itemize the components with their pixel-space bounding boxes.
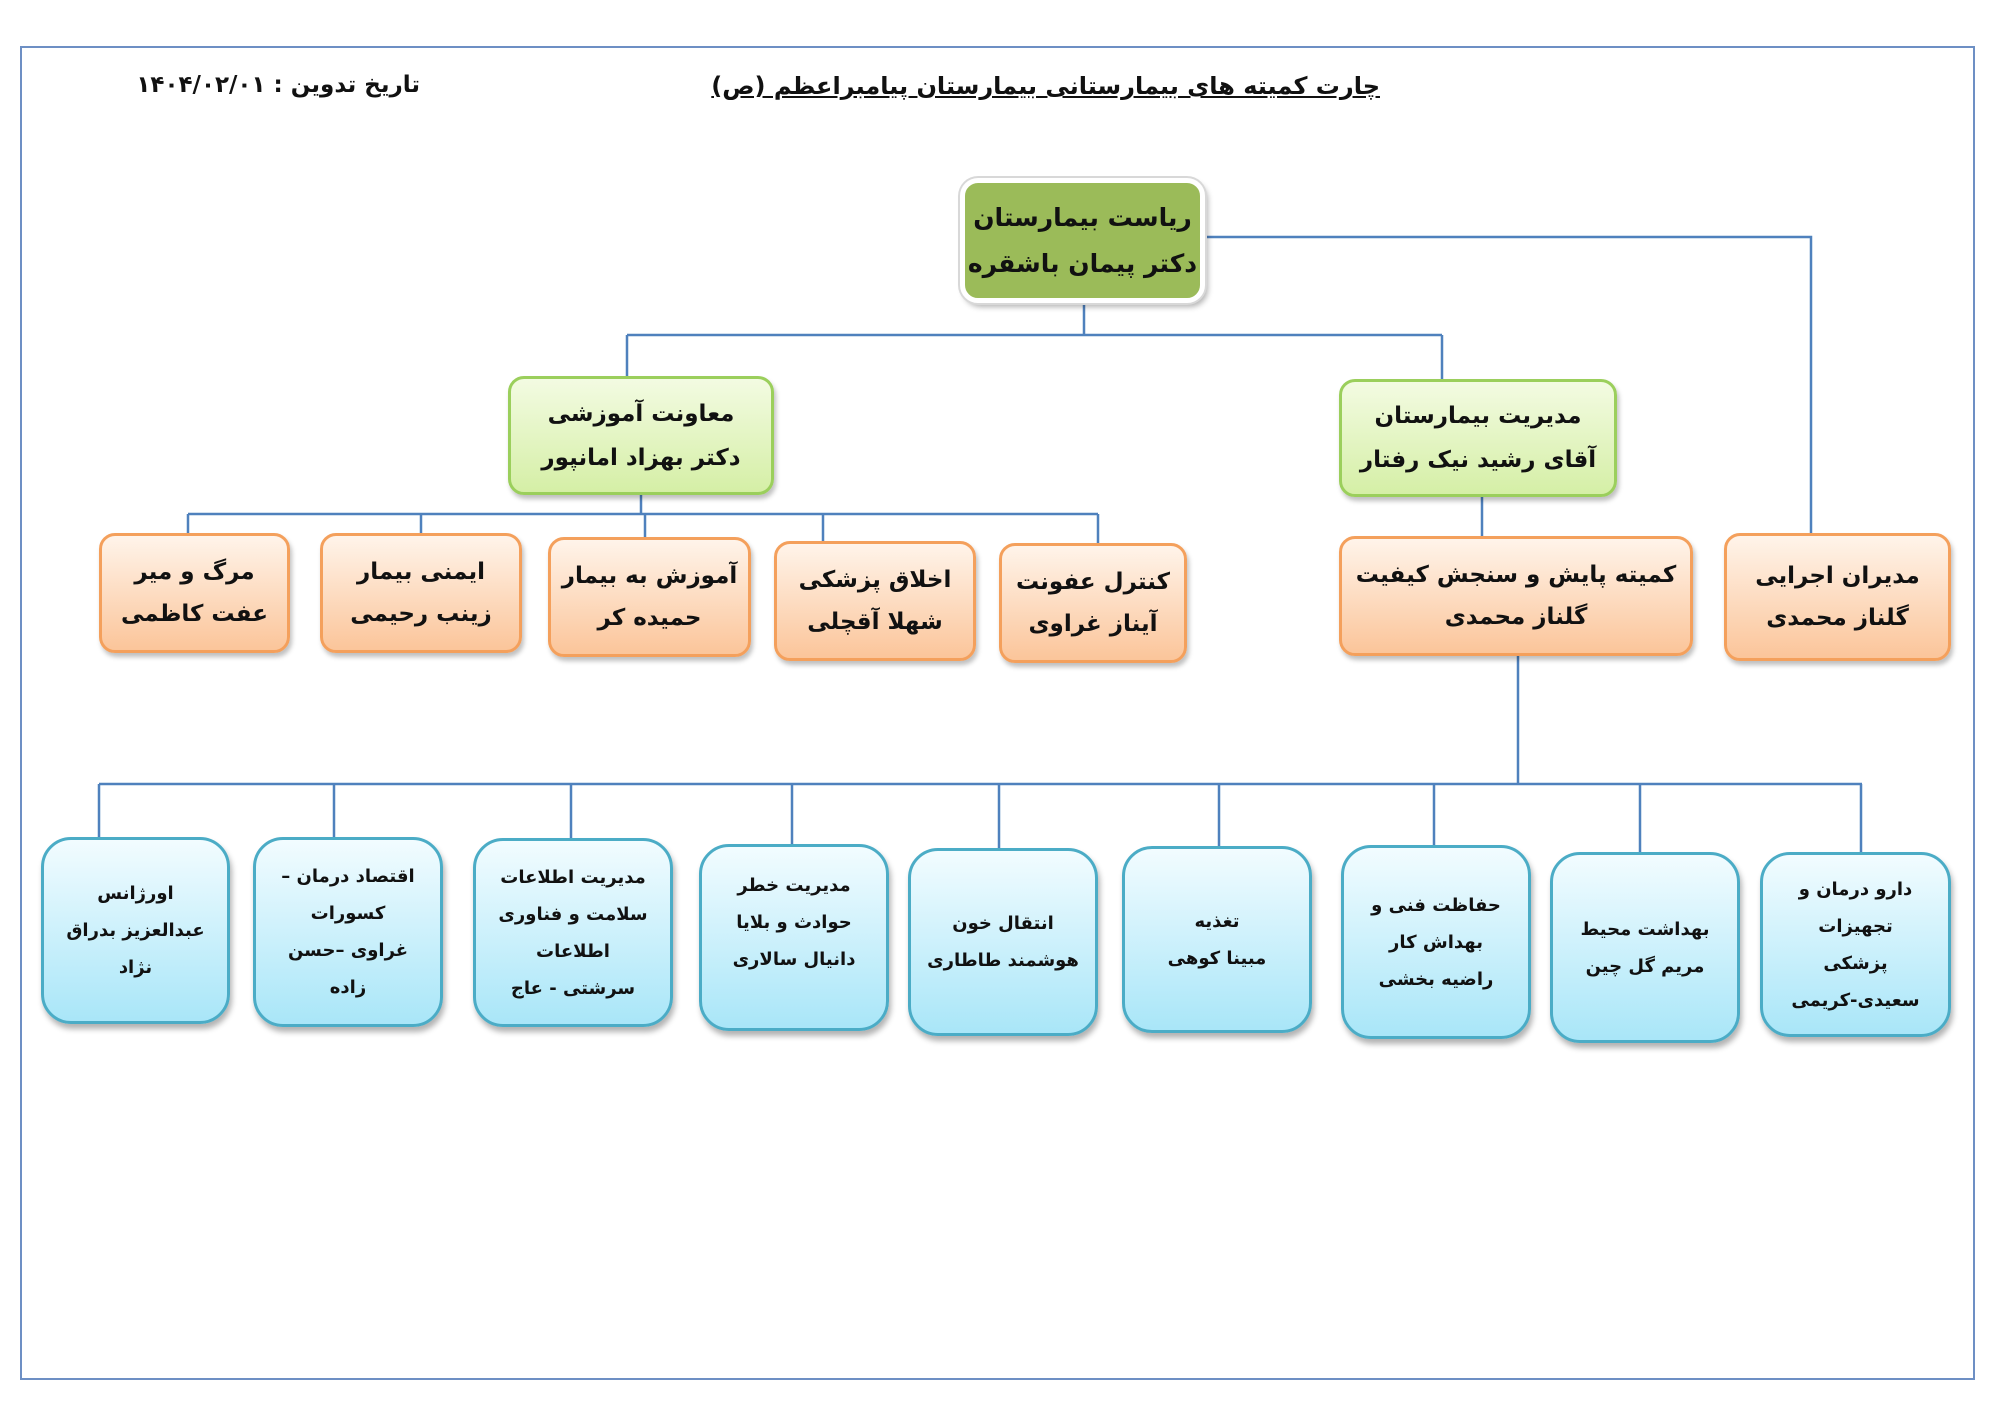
box-person: دکتر پیمان باشقره bbox=[967, 248, 1198, 278]
box-title: مرگ و میر bbox=[134, 559, 255, 585]
box-line: اطلاعات bbox=[536, 940, 610, 962]
box-line: سعیدی-کریمی bbox=[1791, 989, 1920, 1011]
page-frame bbox=[20, 46, 1975, 1380]
subcommittee-health-information: مدیریت اطلاعات سلامت و فناوری اطلاعات سر… bbox=[473, 838, 673, 1027]
executive-managers-box: مدیران اجرایی گلناز محمدی bbox=[1724, 533, 1951, 661]
box-person: آقای رشید نیک رفتار bbox=[1359, 447, 1597, 473]
box-title: آموزش به بیمار bbox=[561, 563, 738, 589]
hospital-president-box: ریاست بیمارستان دکتر پیمان باشقره bbox=[960, 178, 1205, 303]
chart-title: چارت کمیته های بیمارستانی بیمارستان پیام… bbox=[711, 72, 1380, 100]
committee-medical-ethics: اخلاق پزشکی شهلا آقچلی bbox=[774, 541, 976, 661]
box-line: دارو درمان و bbox=[1798, 878, 1913, 900]
box-line: هوشمند طاطاری bbox=[927, 950, 1079, 971]
box-line: انتقال خون bbox=[952, 913, 1054, 934]
box-line: غراوی –حسن bbox=[287, 940, 409, 961]
box-line: مبینا کوهی bbox=[1167, 947, 1267, 969]
quality-committee-box: کمیته پایش و سنجش کیفیت گلناز محمدی bbox=[1339, 536, 1693, 656]
connector-top-to-level2 bbox=[625, 300, 1444, 379]
committee-infection-control: کنترل عفونت آیناز غراوی bbox=[999, 543, 1187, 663]
box-person: زینب رحیمی bbox=[350, 601, 492, 627]
subcommittee-pharmacy-equipment: دارو درمان و تجهیزات پزشکی سعیدی-کریمی bbox=[1760, 852, 1951, 1037]
box-title: ایمنی بیمار bbox=[357, 559, 485, 585]
box-person: گلناز محمدی bbox=[1766, 605, 1909, 631]
box-line: حفاظت فنی و bbox=[1371, 894, 1501, 916]
box-line: سلامت و فناوری bbox=[498, 903, 648, 925]
box-line: اورژانس bbox=[97, 883, 174, 904]
hospital-management-box: مدیریت بیمارستان آقای رشید نیک رفتار bbox=[1339, 379, 1617, 497]
box-title: کنترل عفونت bbox=[1015, 569, 1171, 595]
subcommittee-risk-management: مدیریت خطر حوادث و بلایا دانیال سالاری bbox=[699, 844, 889, 1031]
box-person: آیناز غراوی bbox=[1028, 611, 1158, 637]
box-person: گلناز محمدی bbox=[1444, 604, 1588, 630]
connector-top-to-executive bbox=[1202, 235, 1813, 533]
box-title: اخلاق پزشکی bbox=[798, 567, 952, 593]
connector-education-bus bbox=[186, 495, 1100, 543]
box-person: عفت کاظمی bbox=[121, 601, 268, 627]
box-person: حمیده کر bbox=[597, 605, 702, 631]
connector-quality-bus bbox=[97, 656, 1863, 852]
subcommittee-occupational-safety: حفاظت فنی و بهداش کار راضیه بخشی bbox=[1341, 845, 1531, 1039]
box-line: دانیال سالاری bbox=[732, 949, 856, 970]
box-line: تجهیزات bbox=[1818, 915, 1893, 937]
box-line: سرشتی - عاج bbox=[510, 977, 636, 999]
box-line: پزشکی bbox=[1823, 952, 1888, 974]
box-title: مدیریت بیمارستان bbox=[1374, 403, 1582, 429]
subcommittee-environmental-health: بهداشت محیط مریم گل چین bbox=[1550, 852, 1740, 1043]
box-line: عبدالعزیز بدراق bbox=[66, 920, 205, 941]
box-line: مریم گل چین bbox=[1585, 955, 1705, 977]
box-title: مدیران اجرایی bbox=[1755, 563, 1920, 589]
box-line: حوادث و بلایا bbox=[736, 912, 852, 933]
subcommittee-emergency: اورژانس عبدالعزیز بدراق نژاد bbox=[41, 837, 230, 1024]
box-person: شهلا آقچلی bbox=[807, 609, 943, 635]
box-line: کسورات bbox=[310, 903, 386, 924]
committee-patient-safety: ایمنی بیمار زینب رحیمی bbox=[320, 533, 522, 653]
box-line: نژاد bbox=[118, 957, 153, 978]
compile-date: تاریخ تدوین : ۱۴۰۴/۰۲/۰۱ bbox=[136, 72, 420, 98]
box-line: بهداشت محیط bbox=[1580, 918, 1710, 940]
box-line: راضیه بخشی bbox=[1378, 968, 1494, 990]
education-deputy-box: معاونت آموزشی دکتر بهزاد امانپور bbox=[508, 376, 774, 495]
box-line: بهداش کار bbox=[1389, 931, 1483, 953]
box-line: تغذیه bbox=[1194, 910, 1240, 932]
subcommittee-health-economics: اقتصاد درمان – کسورات غراوی –حسن زاده bbox=[253, 837, 443, 1027]
committee-mortality: مرگ و میر عفت کاظمی bbox=[99, 533, 290, 653]
subcommittee-nutrition: تغذیه مبینا کوهی bbox=[1122, 846, 1312, 1033]
box-line: مدیریت اطلاعات bbox=[500, 866, 646, 888]
subcommittee-blood-transfusion: انتقال خون هوشمند طاطاری bbox=[908, 848, 1098, 1036]
committee-patient-education: آموزش به بیمار حمیده کر bbox=[548, 537, 751, 657]
box-line: زاده bbox=[329, 977, 367, 998]
box-title: ریاست بیمارستان bbox=[973, 202, 1192, 232]
box-line: مدیریت خطر bbox=[737, 875, 851, 896]
box-line: اقتصاد درمان – bbox=[281, 866, 415, 887]
box-title: معاونت آموزشی bbox=[547, 400, 735, 427]
box-person: دکتر بهزاد امانپور bbox=[541, 444, 741, 471]
box-title: کمیته پایش و سنجش کیفیت bbox=[1355, 562, 1677, 588]
